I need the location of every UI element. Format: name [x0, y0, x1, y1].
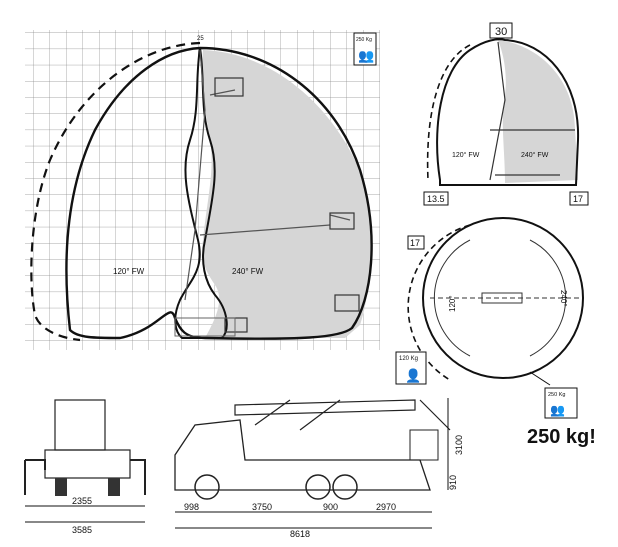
rotation-inner-arc-right: [529, 239, 567, 357]
truck-side-view: 998 3750 900 2970 8618 3100 910: [174, 398, 464, 539]
rotation-view: 17 120° 240° 120 Kg 👤: [395, 217, 584, 386]
side-right-box: [569, 191, 589, 206]
side-zone-120: 120° FW: [452, 151, 480, 159]
truck-basket: [409, 429, 439, 461]
truck-boom: [234, 399, 451, 431]
truck-wheel-front: [194, 474, 220, 500]
rotation-angle-120: 120°: [448, 295, 457, 312]
rotation-angle-240: 240°: [559, 290, 568, 307]
front-cab: [54, 399, 106, 451]
zone-120-label: 120° FW: [113, 267, 145, 276]
side-top-box: [489, 22, 513, 39]
side-envelope-solid: [436, 38, 580, 186]
top-marker: 25: [197, 36, 204, 42]
load-badge-text: 250 Kg: [548, 392, 565, 398]
person-badge-main: [353, 32, 377, 66]
dim-ground: 910: [448, 475, 458, 490]
side-right-value: 17: [573, 194, 583, 204]
front-width-inner: 2355: [72, 496, 92, 506]
working-range-chart: 120° FW 240° FW 25 250 Kg 👥: [25, 30, 380, 350]
front-wheel-right: [108, 478, 120, 496]
side-envelope-dashed: [426, 44, 471, 181]
boom-sketch: [184, 49, 351, 301]
dim-2970: 2970: [376, 502, 396, 512]
dim-998: 998: [184, 502, 199, 512]
load-badge: 250 Kg 👥: [544, 387, 578, 419]
zone-240-shade: [202, 50, 371, 338]
side-left-value: 13.5: [427, 194, 445, 204]
front-outriggers: [24, 459, 146, 495]
side-top-value: 30: [495, 26, 507, 38]
load-badge-box: [544, 387, 578, 419]
side-zone-240: 240° FW: [521, 151, 549, 159]
truck-wheel-rear1: [305, 474, 331, 500]
rotation-circle: [422, 217, 584, 379]
side-envelope: 30 13.5 17 120° FW 240° FW: [423, 22, 589, 206]
rotation-truck: [481, 292, 523, 304]
dim-900: 900: [323, 502, 338, 512]
rotation-leader: [529, 371, 551, 386]
side-shade: [498, 40, 578, 183]
person-badge-main-text: 250 Kg: [356, 37, 372, 43]
dim-total-length: 8618: [290, 529, 310, 539]
basket-base: [224, 317, 248, 333]
side-boom: [489, 41, 575, 181]
truck-wheel-rear2: [332, 474, 358, 500]
front-view: 2355 3585: [24, 399, 146, 535]
side-left-box: [423, 191, 449, 206]
truck-outline: [174, 317, 236, 337]
front-width-outer: 3585: [72, 525, 92, 535]
dim-height: 3100: [454, 435, 464, 455]
load-headline: 250 kg!: [527, 426, 596, 448]
person-badge-small: [395, 351, 427, 385]
person-icon-main: 👥: [358, 48, 374, 63]
person-icon-load: 👥: [550, 403, 565, 417]
front-body: [44, 449, 131, 479]
reach-lobe: [174, 47, 228, 339]
person-icon-small: 👤: [405, 368, 421, 383]
dim-3750: 3750: [252, 502, 272, 512]
person-badge-small-text: 120 Kg: [399, 356, 418, 362]
envelope-solid: [65, 46, 373, 340]
rotation-radius-box: [407, 235, 425, 250]
basket-right: [329, 212, 355, 230]
basket-top: [214, 77, 244, 97]
front-wheel-left: [55, 478, 67, 496]
basket-low: [334, 294, 360, 312]
zone-240-label: 240° FW: [232, 267, 264, 276]
rotation-radius-value: 17: [410, 238, 420, 248]
rotation-dashed-arc: [407, 224, 471, 381]
truck-cab-outline: [174, 419, 431, 491]
